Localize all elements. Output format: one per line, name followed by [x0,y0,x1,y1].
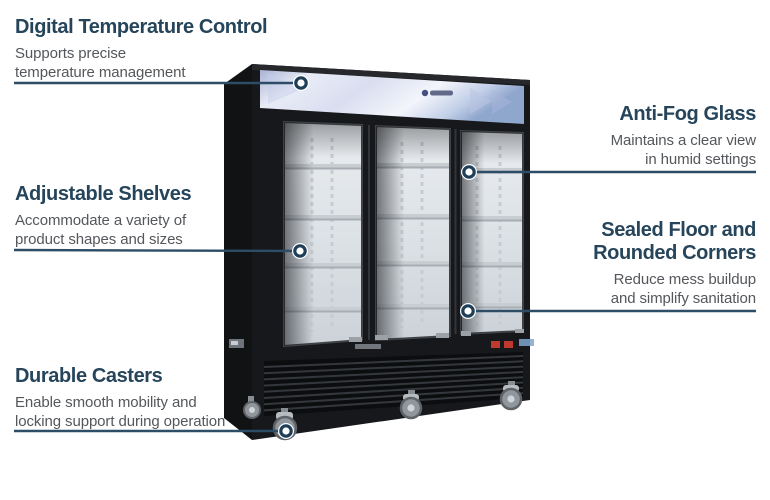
callout-title-line: Durable Casters [15,365,163,387]
callout-title: Durable Casters [15,365,327,388]
callout-title: Sealed Floor and Rounded Corners [516,219,756,265]
callout-description-line: product shapes and sizes [15,230,183,248]
caster-middle [399,390,423,420]
callout-description-line: Maintains a clear view [610,131,756,149]
callout-description-line: locking support during operation [15,412,226,430]
callout-title: Anti-Fog Glass [516,103,756,126]
header-chevron-decoration [470,88,492,114]
glass-door-left [283,120,363,348]
louvered-grille [264,352,523,416]
door-lock-plate [355,344,381,349]
callout-title-line: Adjustable Shelves [15,183,192,205]
callout-description-line: Reduce mess buildup [613,270,756,288]
callout-marker-durable-casters [278,423,294,439]
callout-title-line: Digital Temperature Control [15,16,268,38]
callout-title: Adjustable Shelves [15,183,315,206]
callout-marker-anti-fog-glass [461,164,477,180]
header-light-panel [260,70,524,124]
callout-description-line: Accommodate a variety of [15,211,187,229]
callout-lines [13,81,756,433]
callout-title: Digital Temperature Control [15,16,315,39]
callout-title-line: Rounded Corners [593,241,756,264]
cabinet-top-edge [252,64,530,85]
callout-marker-adjustable-shelves [292,243,308,259]
glass-door-middle [375,124,451,342]
caster-back-left [243,396,261,419]
callout-anti-fog-glass: Anti-Fog Glass Maintains a clear view in… [516,103,757,169]
callout-sealed-floor-rounded-corners: Sealed Floor and Rounded Corners Reduce … [516,219,756,308]
callout-title-line: Anti-Fog Glass [619,103,756,125]
header-chevron-decoration [492,90,512,114]
led-display-red [491,341,500,348]
glass-door-right [460,129,524,336]
callout-marker-digital-temperature-control [293,75,309,91]
caster-front-right [499,381,523,411]
callout-description-line: temperature management [15,63,186,81]
led-display-red [504,341,513,348]
callout-marker-sealed-floor [460,303,476,319]
callout-description-line: in humid settings [645,150,756,168]
callout-markers [278,75,477,439]
callout-durable-casters: Durable Casters Enable smooth mobility a… [15,365,327,431]
callout-digital-temperature-control: Digital Temperature Control Supports pre… [15,16,315,82]
brand-logo-icon [421,89,453,97]
callout-description-line: Supports precise [15,44,126,62]
led-display-blue [519,339,534,346]
callout-line-adjustable-shelves [13,248,301,253]
door-mullions [368,125,457,340]
callout-description-line: Enable smooth mobility and [15,393,197,411]
callout-title-line: Sealed Floor and [601,219,756,241]
callout-description-line: and simplify sanitation [610,289,756,307]
header-chevron-decoration [268,72,300,104]
door-bottom-hardware [349,329,524,349]
callout-adjustable-shelves: Adjustable Shelves Accommodate a variety… [15,183,315,249]
side-rating-label-text [231,341,238,345]
